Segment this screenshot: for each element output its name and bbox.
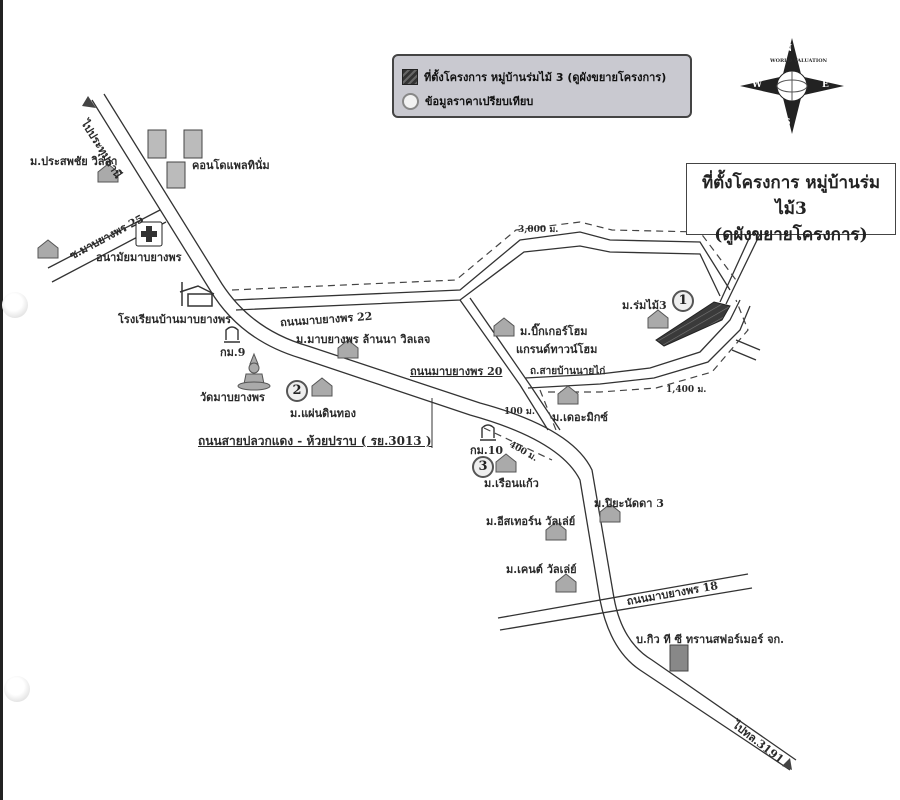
house-icon: [545, 521, 567, 541]
condo-building-icon: [147, 129, 167, 159]
south-arrow-icon: [782, 758, 792, 770]
km10-marker-icon: [480, 424, 496, 441]
road-nai-kai: [524, 299, 741, 379]
place-school: โรงเรียนบ้านมาบยางพร: [118, 313, 232, 326]
distance-1400: 1,400 ม.: [666, 385, 707, 395]
hospital-icon: [135, 221, 163, 247]
compass-e: E: [822, 80, 829, 90]
house-icon: [493, 317, 515, 337]
main-road: [91, 99, 791, 771]
place-the-mix: ม.เดอะมิกซ์: [552, 411, 608, 424]
place-factory: บ.กิว ที ซี ทรานสฟอร์เมอร์ จก.: [636, 633, 785, 646]
house-icon: [337, 339, 359, 359]
house-icon: [557, 385, 579, 405]
distance-3000: 3,000 ม.: [518, 225, 559, 235]
road-18: [497, 573, 749, 619]
condo-building-icon: [183, 129, 203, 159]
north-arrow-icon: [82, 96, 96, 108]
place-temple: วัดมาบยางพร: [200, 391, 265, 404]
house-icon: [495, 453, 517, 473]
marker-3: 3: [472, 456, 494, 478]
circle-swatch-icon: [402, 92, 419, 110]
place-ruenkaew: ม.เรือนแก้ว: [484, 477, 539, 490]
house-icon: [311, 377, 333, 397]
km10-label: กม.10: [470, 444, 504, 457]
project-callout: ที่ตั้งโครงการ หมู่บ้านร่มไม้3 (ดูผังขยา…: [686, 163, 896, 245]
road-label-main: ถนนสายปลวกแดง - ห้วยปราบ ( รย.3013 ): [198, 434, 432, 448]
school-icon: [179, 282, 215, 307]
compass-s: S: [784, 118, 791, 128]
km9-label: กม.9: [220, 346, 246, 359]
house-icon: [37, 239, 59, 259]
compass-ring-text: WORLD VALUATION: [770, 58, 828, 64]
road-label-20: ถนนมาบยางพร 20: [410, 365, 503, 378]
map-legend: ที่ตั้งโครงการ หมู่บ้านร่มไม้ 3 (ดูผังขย…: [392, 54, 692, 118]
place-lanna: ม.มาบยางพร ล้านนา วิลเลจ: [296, 333, 431, 346]
place-piyanatda: ม.ปิยะนัดดา 3: [594, 497, 664, 510]
km9-marker-icon: [224, 326, 240, 343]
compass-n: N: [784, 44, 793, 54]
road-22: [233, 231, 731, 301]
compass-w: W: [752, 80, 763, 90]
house-icon: [647, 309, 669, 329]
callout-line2: (ดูผังขยายโครงการ): [714, 225, 868, 245]
place-health-center: อนามัยมาบยางพร: [96, 251, 182, 264]
place-condo: คอนโดแพลทินั่ม: [192, 159, 270, 172]
callout-line1: ที่ตั้งโครงการ หมู่บ้านร่มไม้3: [701, 173, 881, 219]
road-20: [459, 299, 549, 431]
house-icon: [555, 573, 577, 593]
condo-building-icon: [166, 161, 186, 189]
legend-comparison-data: ข้อมูลราคาเปรียบเทียบ: [425, 95, 534, 108]
project-site-parcel: [655, 301, 731, 347]
place-grand-town: แกรนด์ทาวน์โฮม: [516, 343, 598, 356]
road-label-nai-kai: ถ.สายบ้านนายไก่: [530, 366, 606, 377]
binder-edge: [0, 0, 3, 800]
place-eastern: ม.อีสเทอร์น วัลเล่ย์: [486, 515, 576, 528]
place-kent: ม.เคนต์ วัลเล่ย์: [506, 563, 577, 576]
marker-1: 1: [672, 290, 694, 312]
place-rommai3: ม.ร่มไม้3: [622, 299, 667, 312]
factory-building-icon: [669, 644, 689, 672]
marker-2: 2: [286, 380, 308, 402]
place-prasopchai: ม.ประสพชัย วิลล่า: [30, 155, 118, 168]
house-icon: [599, 503, 621, 523]
place-bigger-home: ม.บิ๊กเกอร์โฮม: [520, 325, 588, 338]
house-icon: [97, 163, 119, 183]
punch-hole: [2, 292, 28, 318]
punch-hole: [4, 676, 30, 702]
legend-project-site: ที่ตั้งโครงการ หมู่บ้านร่มไม้ 3 (ดูผังขย…: [424, 71, 667, 84]
compass-icon: [740, 38, 844, 134]
place-paendin: ม.แผ่นดินทอง: [290, 407, 357, 420]
distance-100: 100 ม.: [504, 407, 535, 417]
soi-25-road: [47, 209, 161, 269]
temple-icon: [237, 352, 271, 391]
hatch-swatch-icon: [402, 69, 418, 85]
